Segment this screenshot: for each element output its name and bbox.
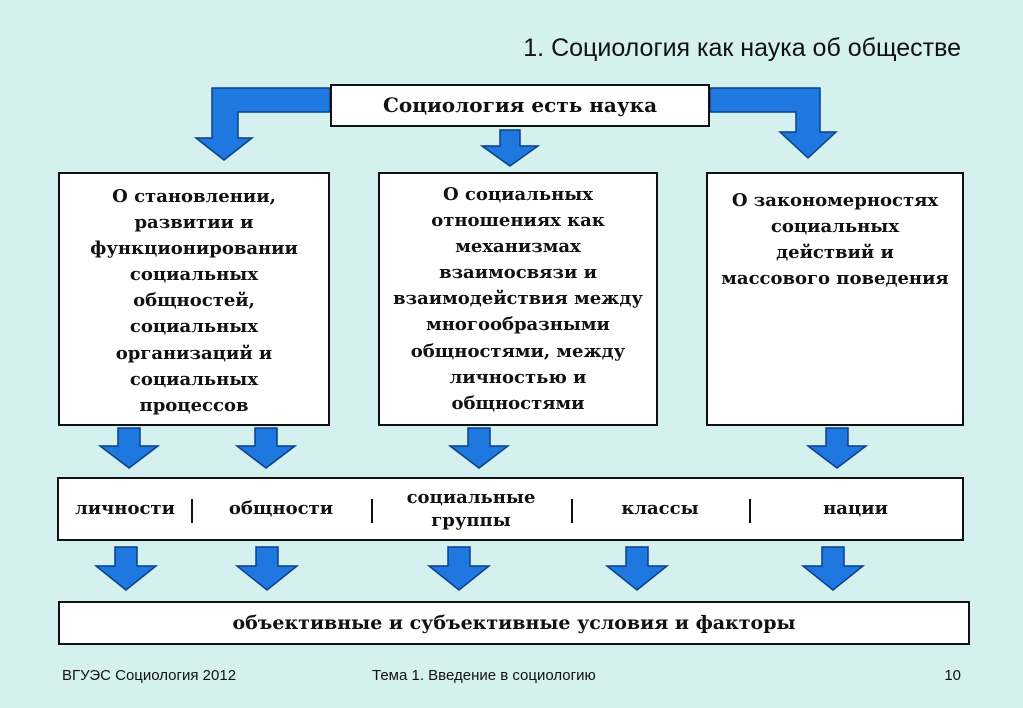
arrow-top-mid xyxy=(479,129,541,167)
arrow-mid-3 xyxy=(447,427,511,469)
arrow-low-2 xyxy=(234,546,300,591)
page-number: 10 xyxy=(944,667,961,684)
arrow-low-3 xyxy=(426,546,492,591)
footer-left: ВГУЭС Социология 2012 xyxy=(62,667,237,684)
row-cell-nations: нации xyxy=(749,479,962,539)
arrow-low-5 xyxy=(800,546,866,591)
arrow-top-left xyxy=(193,87,331,161)
branch-box-middle: О социальных отношениях как механизмах в… xyxy=(378,172,658,426)
subjects-row: личности общности социальные группы клас… xyxy=(57,477,964,541)
branch-box-left: О становлении, развитии и функционирован… xyxy=(58,172,330,426)
row-cell-classes: классы xyxy=(571,479,749,539)
arrow-mid-4 xyxy=(805,427,869,469)
top-box: Социология есть наука xyxy=(330,84,710,127)
arrow-low-4 xyxy=(604,546,670,591)
arrow-mid-1 xyxy=(97,427,161,469)
arrow-mid-2 xyxy=(234,427,298,469)
bottom-box: объективные и субъективные условия и фак… xyxy=(58,601,970,645)
slide-title: 1. Социология как наука об обществе xyxy=(523,34,961,62)
footer-center: Тема 1. Введение в социологию xyxy=(372,667,596,684)
arrow-low-1 xyxy=(93,546,159,591)
row-cell-personality: личности xyxy=(75,498,175,520)
row-cell-social-groups: социальные группы xyxy=(371,479,571,539)
row-cell-communities: общности xyxy=(191,479,371,539)
branch-box-right: О закономерностях социальных действий и … xyxy=(706,172,964,426)
arrow-top-right xyxy=(709,87,838,160)
